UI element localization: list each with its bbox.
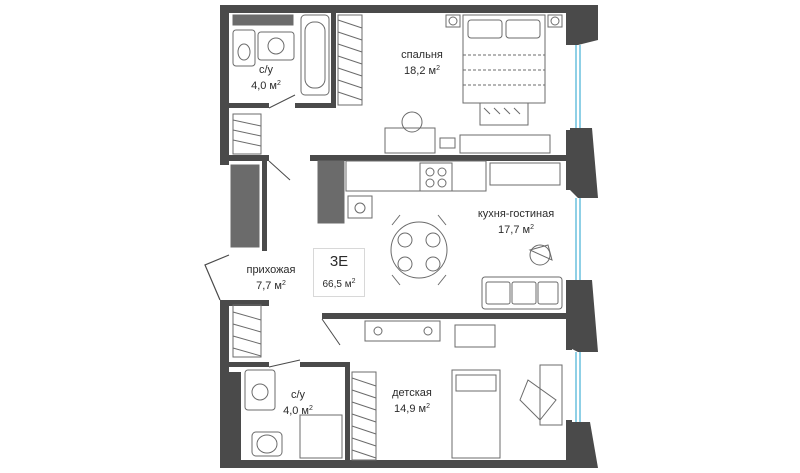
room-label-bedroom: спальня 18,2 м2: [386, 48, 458, 78]
room-area: 18,2 м2: [404, 65, 440, 77]
room-name: детская: [392, 387, 432, 399]
room-name: с/у: [258, 64, 274, 76]
room-label-bathroom-top: с/у 4,0 м2: [240, 63, 292, 93]
room-label-kids-room: детская 14,9 м2: [382, 386, 442, 416]
room-area: 4,0 м2: [283, 405, 313, 417]
room-label-hallway: прихожая 7,7 м2: [234, 263, 308, 293]
room-label-bathroom-bottom: с/у 4,0 м2: [273, 388, 323, 418]
apartment-info-box: 3Е 66,5 м2: [313, 248, 365, 297]
room-area: 14,9 м2: [394, 403, 430, 415]
apartment-code: 3Е: [329, 253, 349, 270]
room-label-kitchen-living: кухня-гостиная 17,7 м2: [468, 207, 564, 237]
hallway-furniture: [204, 164, 262, 358]
kids-room-furniture: [351, 320, 563, 461]
room-name: спальня: [401, 49, 443, 61]
room-area: 17,7 м2: [498, 224, 534, 236]
bedroom-furniture: [384, 14, 563, 154]
walls: [220, 5, 598, 468]
windows: [575, 45, 581, 422]
room-area: 7,7 м2: [256, 280, 286, 292]
kitchen-furniture: [317, 160, 563, 310]
room-name: прихожая: [246, 264, 296, 276]
bathroom-top-fixtures: [232, 14, 330, 96]
room-name: с/у: [290, 389, 306, 401]
wardrobe-top: [232, 14, 363, 155]
bathroom-bottom-fixtures: [244, 369, 343, 459]
apartment-total-area: 66,5 м2: [322, 278, 356, 290]
room-name: кухня-гостиная: [477, 208, 555, 220]
room-area: 4,0 м2: [251, 80, 281, 92]
doors: [268, 94, 341, 368]
